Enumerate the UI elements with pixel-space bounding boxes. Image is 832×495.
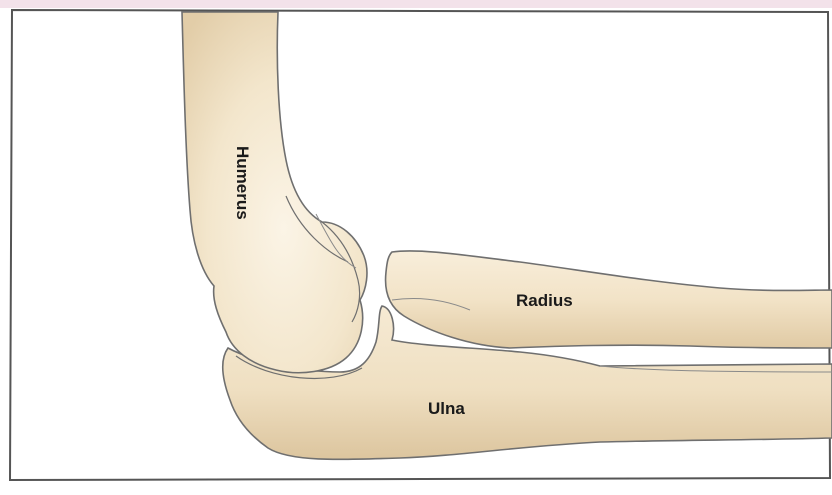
humerus-label: Humerus [233,146,252,220]
radius-label: Radius [516,291,573,310]
ulna-label: Ulna [428,399,465,418]
top-edge-tint [0,0,832,8]
